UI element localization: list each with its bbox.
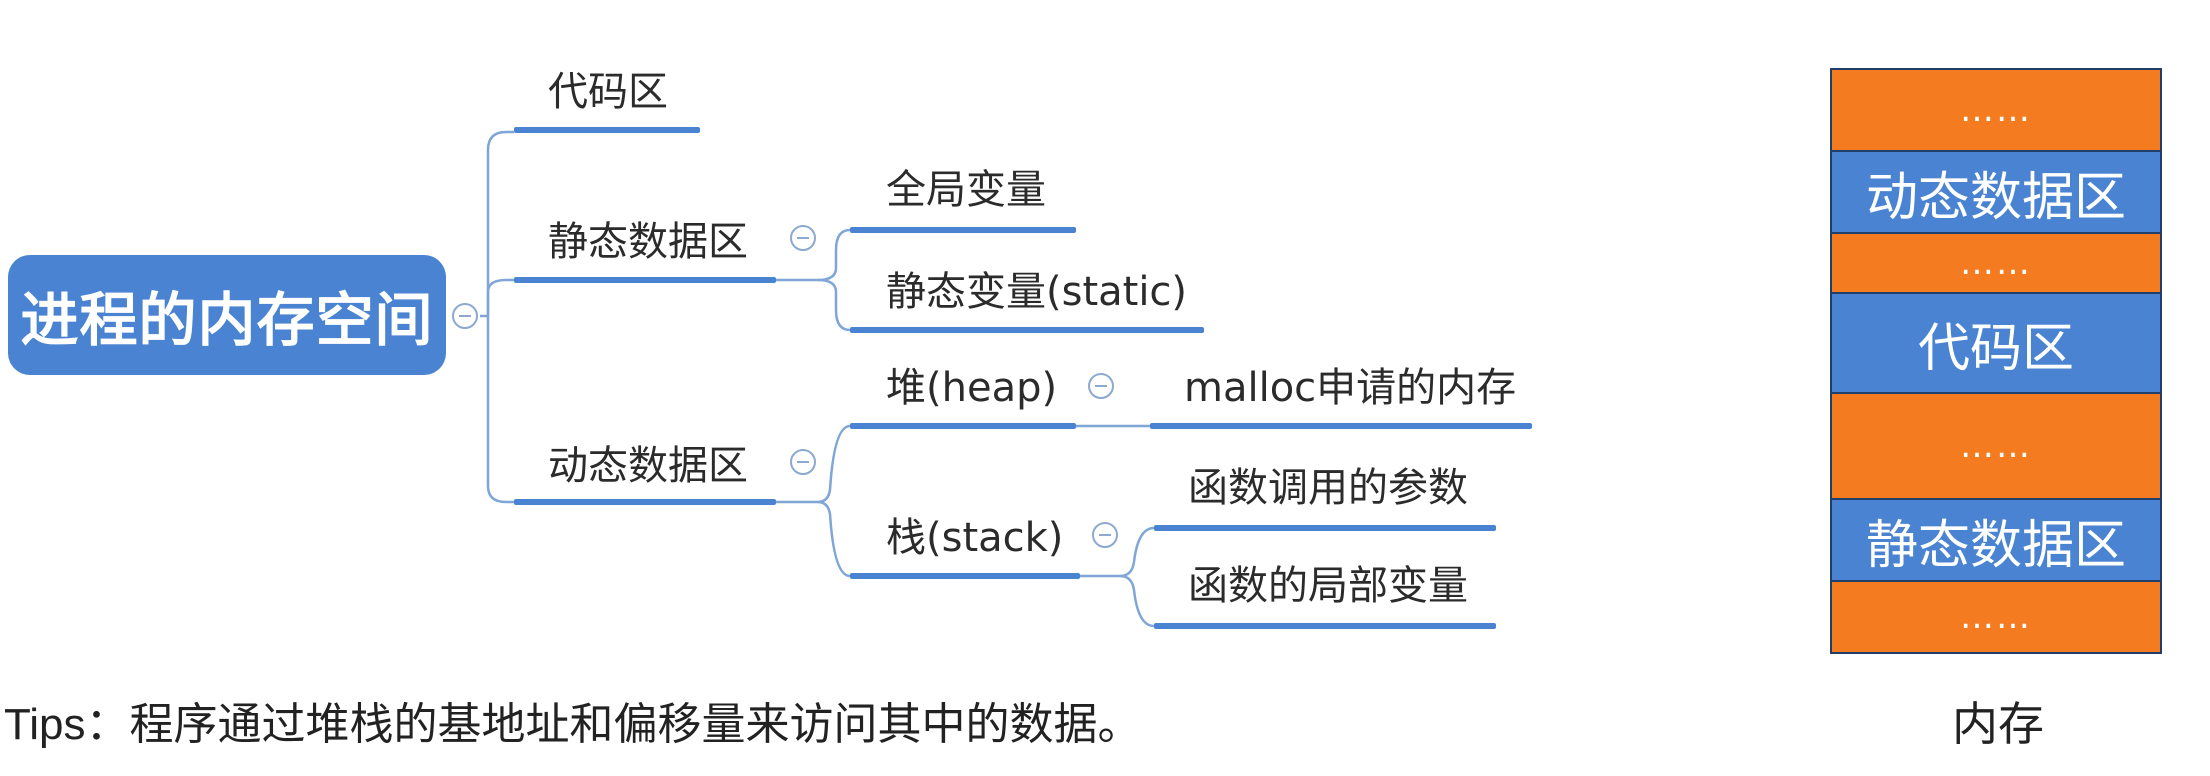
node-dynamic-area-underline bbox=[514, 499, 776, 505]
node-static-variables[interactable]: 静态变量(static) bbox=[886, 269, 1188, 315]
root-node[interactable]: 进程的内存空间 bbox=[8, 255, 446, 375]
memory-caption: 内存 bbox=[1952, 697, 2044, 751]
memory-block-code-area: 代码区 bbox=[1830, 292, 2162, 394]
node-local-variables[interactable]: 函数的局部变量 bbox=[1188, 563, 1468, 609]
node-code-area[interactable]: 代码区 bbox=[548, 69, 668, 115]
static-to-staticvar-connector bbox=[817, 278, 851, 332]
node-malloc-memory-underline bbox=[1150, 423, 1532, 429]
tips-prefix: Tips： bbox=[4, 700, 130, 749]
node-heap[interactable]: 堆(heap) bbox=[886, 365, 1058, 411]
branch-dynamic-connector bbox=[486, 316, 514, 504]
node-static-variables-underline bbox=[850, 327, 1204, 333]
root-collapse-icon[interactable] bbox=[452, 303, 478, 329]
memory-block-filler-3: …… bbox=[1830, 392, 2162, 500]
node-stack-underline bbox=[850, 573, 1080, 579]
node-static-area[interactable]: 静态数据区 bbox=[548, 219, 748, 265]
node-dynamic-area[interactable]: 动态数据区 bbox=[548, 443, 748, 489]
memory-block-filler-bottom: …… bbox=[1830, 580, 2162, 654]
node-stack[interactable]: 栈(stack) bbox=[886, 515, 1064, 561]
static-collapse-icon[interactable] bbox=[790, 225, 816, 251]
node-local-variables-underline bbox=[1154, 623, 1496, 629]
node-static-area-underline bbox=[514, 277, 776, 283]
branch-static-connector bbox=[486, 278, 514, 316]
node-malloc-memory[interactable]: malloc申请的内存 bbox=[1184, 365, 1517, 411]
node-heap-underline bbox=[850, 423, 1076, 429]
node-call-parameters[interactable]: 函数调用的参数 bbox=[1188, 465, 1468, 511]
memory-block-static-area: 静态数据区 bbox=[1830, 498, 2162, 582]
stack-to-locals-connector bbox=[1119, 574, 1155, 628]
node-code-area-underline bbox=[514, 127, 700, 133]
node-global-variables-underline bbox=[850, 227, 1076, 233]
node-global-variables[interactable]: 全局变量 bbox=[886, 167, 1046, 213]
tips-text: Tips：程序通过堆栈的基地址和偏移量来访问其中的数据。 bbox=[4, 688, 1142, 752]
dynamic-collapse-icon[interactable] bbox=[790, 449, 816, 475]
branch-code-connector bbox=[486, 130, 514, 316]
memory-block-filler-2: …… bbox=[1830, 232, 2162, 294]
node-call-parameters-underline bbox=[1154, 525, 1496, 531]
heap-collapse-icon[interactable] bbox=[1088, 373, 1114, 399]
memory-block-dynamic-area: 动态数据区 bbox=[1830, 150, 2162, 234]
stack-collapse-icon[interactable] bbox=[1092, 522, 1118, 548]
dynamic-to-stack-connector bbox=[817, 500, 851, 578]
memory-block-filler-top: …… bbox=[1830, 68, 2162, 152]
tips-body: 程序通过堆栈的基地址和偏移量来访问其中的数据。 bbox=[129, 699, 1142, 750]
